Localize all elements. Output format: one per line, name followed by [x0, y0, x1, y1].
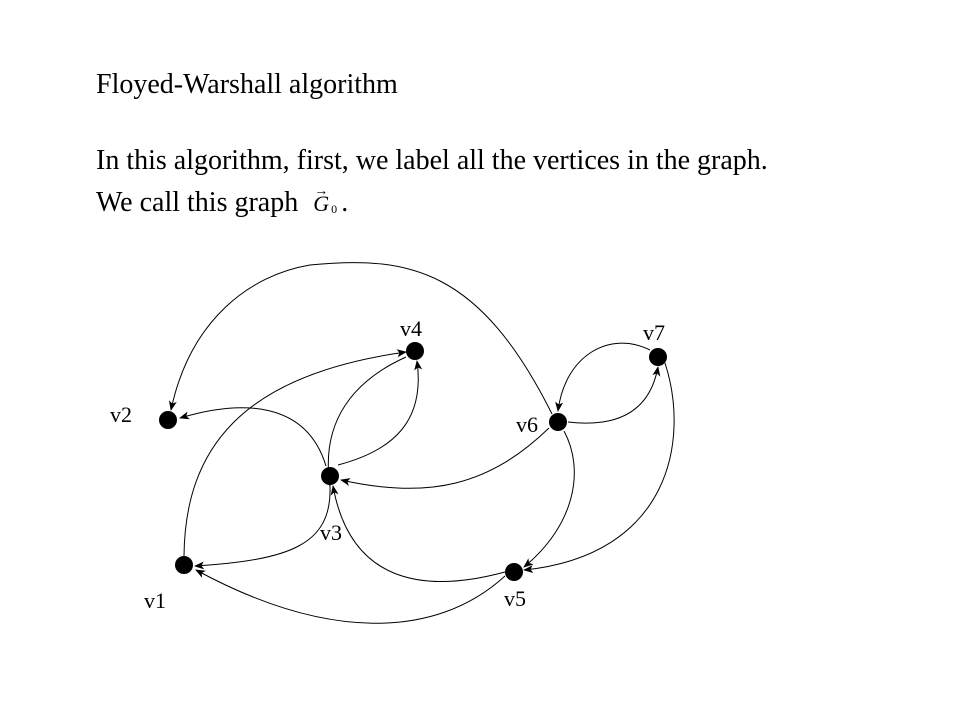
edge-v7-to-v5 [523, 362, 675, 574]
line2-prefix: We call this graph [96, 187, 299, 218]
edge-v6-to-v3 [340, 427, 550, 489]
vertex-label-v3: v3 [320, 520, 342, 545]
edge-v5-to-v1 [195, 569, 506, 624]
edge-v5-to-v3 [330, 485, 506, 582]
edge-v1-to-v4 [183, 349, 407, 557]
edges [168, 262, 675, 624]
edge-v3-to-v2 [179, 407, 327, 467]
vertex-v6 [549, 413, 567, 431]
vertex-v2 [159, 411, 177, 429]
page-title: Floyed-Warshall algorithm [96, 69, 398, 100]
edge-v3-to-v1 [194, 485, 331, 570]
vertex-label-v5: v5 [504, 586, 526, 611]
edge-v7-to-v6 [555, 342, 651, 412]
vertex-v4 [406, 342, 424, 360]
edge-v3-to-v4 [337, 360, 423, 466]
vertex-v7 [649, 348, 667, 366]
vertex-v1 [175, 556, 193, 574]
vertex-label-v7: v7 [643, 320, 665, 345]
vertex-label-v4: v4 [400, 316, 422, 341]
vertex-label-v6: v6 [516, 412, 538, 437]
vertex-v3 [321, 467, 339, 485]
edge-v6-to-v5 [523, 430, 575, 568]
vertex-label-v2: v2 [110, 402, 132, 427]
vertex-label-v1: v1 [144, 588, 166, 613]
edge-v4-to-v3 [324, 356, 407, 487]
graph-symbol-letter: G [313, 191, 330, 216]
line2-suffix: . [341, 187, 349, 218]
vertex-labels: v1 v2 v3 v4 v5 v6 v7 [110, 316, 665, 613]
edge-v6-to-v7 [567, 366, 661, 424]
vector-arrow-icon: → [314, 184, 329, 199]
graph-symbol-subscript: 0 [331, 202, 338, 216]
vertices [159, 342, 667, 581]
description-line-1: In this algorithm, first, we label all t… [96, 145, 768, 176]
edge-v6-to-v2 [168, 262, 553, 415]
vertex-v5 [505, 563, 523, 581]
